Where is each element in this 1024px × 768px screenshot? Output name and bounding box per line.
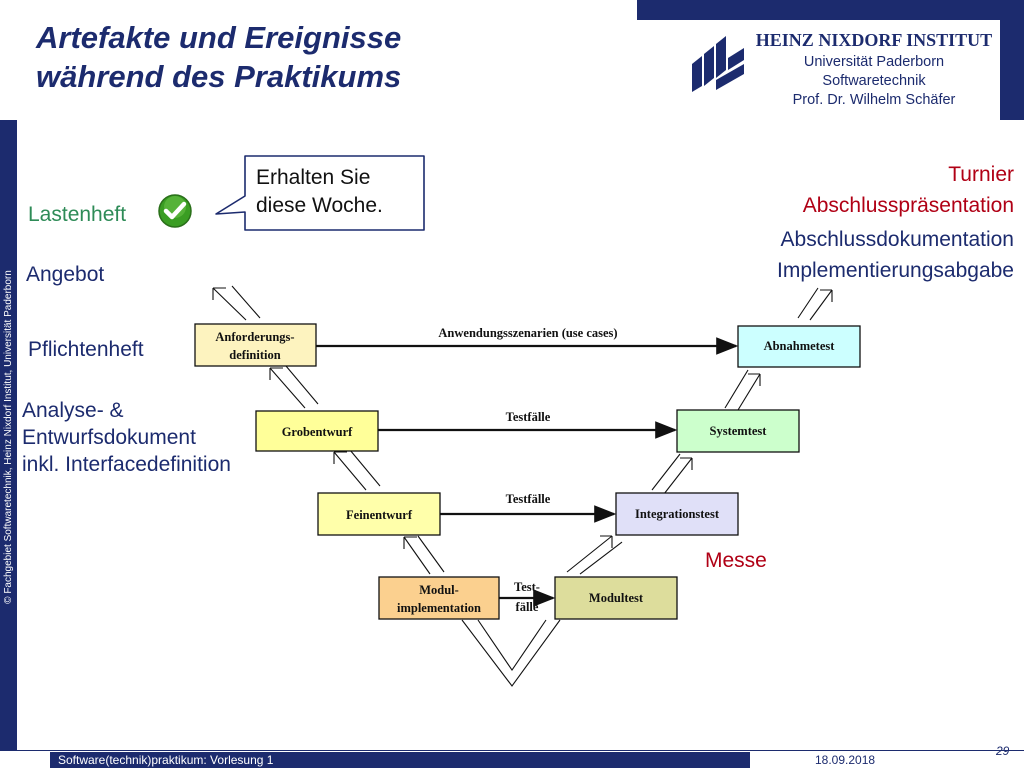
arrow-label-test-line-2: fälle — [516, 600, 539, 614]
slide-title: Artefakte und Ereignisse während des Pra… — [36, 18, 596, 96]
box-anforderungsdefinition-line-2: definition — [229, 348, 280, 362]
box-modulimplementation-line-1: Modul- — [419, 583, 459, 597]
institute-professor: Prof. Dr. Wilhelm Schäfer — [792, 92, 956, 108]
slide-title-line-2: während des Praktikums — [36, 59, 402, 94]
box-systemtest-text: Systemtest — [710, 424, 768, 438]
box-anforderungsdefinition — [194, 323, 317, 367]
turnier-label: Turnier — [948, 163, 1014, 186]
box-integrationstest — [615, 492, 739, 536]
pflichtenheft-label: Pflichtenheft — [28, 338, 144, 361]
box-grobentwurf — [255, 410, 379, 452]
box-modultest-text: Modultest — [589, 591, 644, 605]
messe-label: Messe — [705, 549, 767, 572]
box-modultest — [554, 576, 678, 620]
lastenheft-label: Lastenheft — [28, 203, 127, 226]
right-brand-band — [1000, 20, 1024, 120]
footer-date: 18.09.2018 — [815, 753, 876, 767]
callout-line-1: Erhalten Sie — [256, 166, 371, 189]
institute-logo-icon — [692, 36, 744, 92]
box-modulimplementation-line-2: implementation — [397, 601, 481, 615]
institute-university: Universität Paderborn — [803, 54, 945, 70]
arrow-label-anwendungsszenarien: Anwendungsszenarien (use cases) — [438, 326, 617, 340]
box-feinentwurf-text: Feinentwurf — [346, 508, 413, 522]
abschlussdokumentation-label: Abschlussdokumentation — [780, 228, 1014, 251]
analyse-line-2: Entwurfsdokument — [22, 426, 196, 449]
angebot-label: Angebot — [26, 263, 105, 286]
analyse-line-1: Analyse- & — [22, 399, 124, 422]
analyse-dokument-label: Analyse- & Entwurfsdokument inkl. Interf… — [22, 397, 231, 478]
box-feinentwurf — [317, 492, 441, 536]
box-abnahmetest-text: Abnahmetest — [764, 339, 836, 353]
box-integrationstest-text: Integrationstest — [635, 507, 720, 521]
left-brand-bar — [0, 120, 17, 750]
box-anforderungsdefinition-line-1: Anforderungs- — [215, 330, 294, 344]
institute-name: HEINZ NIXDORF INSTITUT — [755, 30, 993, 50]
arrow-label-testfaelle-2: Testfälle — [506, 492, 551, 506]
callout-line-2: diese Woche. — [256, 194, 383, 217]
arrow-label-testfaelle-1: Testfälle — [506, 410, 551, 424]
slide-title-line-1: Artefakte und Ereignisse — [36, 20, 402, 55]
checkmark-icon — [158, 194, 192, 228]
box-systemtest — [676, 409, 800, 453]
abschlusspraesentation-label: Abschlusspräsentation — [802, 194, 1014, 217]
footer-course: Software(technik)praktikum: Vorlesung 1 — [58, 753, 274, 767]
callout-bubble — [215, 155, 425, 231]
box-grobentwurf-text: Grobentwurf — [282, 425, 353, 439]
analyse-line-3: inkl. Interfacedefinition — [22, 453, 231, 476]
callout-text: Erhalten Sie diese Woche. — [256, 164, 383, 220]
institute-department: Softwaretechnik — [822, 73, 926, 89]
v-flow-arrows — [212, 285, 833, 687]
implementierungsabgabe-label: Implementierungsabgabe — [777, 259, 1014, 282]
footer-bar — [50, 752, 750, 768]
page-number: 29 — [996, 744, 1010, 758]
footer-divider — [0, 750, 1024, 751]
top-brand-band — [637, 0, 1024, 20]
arrow-label-test-line-1: Test- — [514, 580, 540, 594]
